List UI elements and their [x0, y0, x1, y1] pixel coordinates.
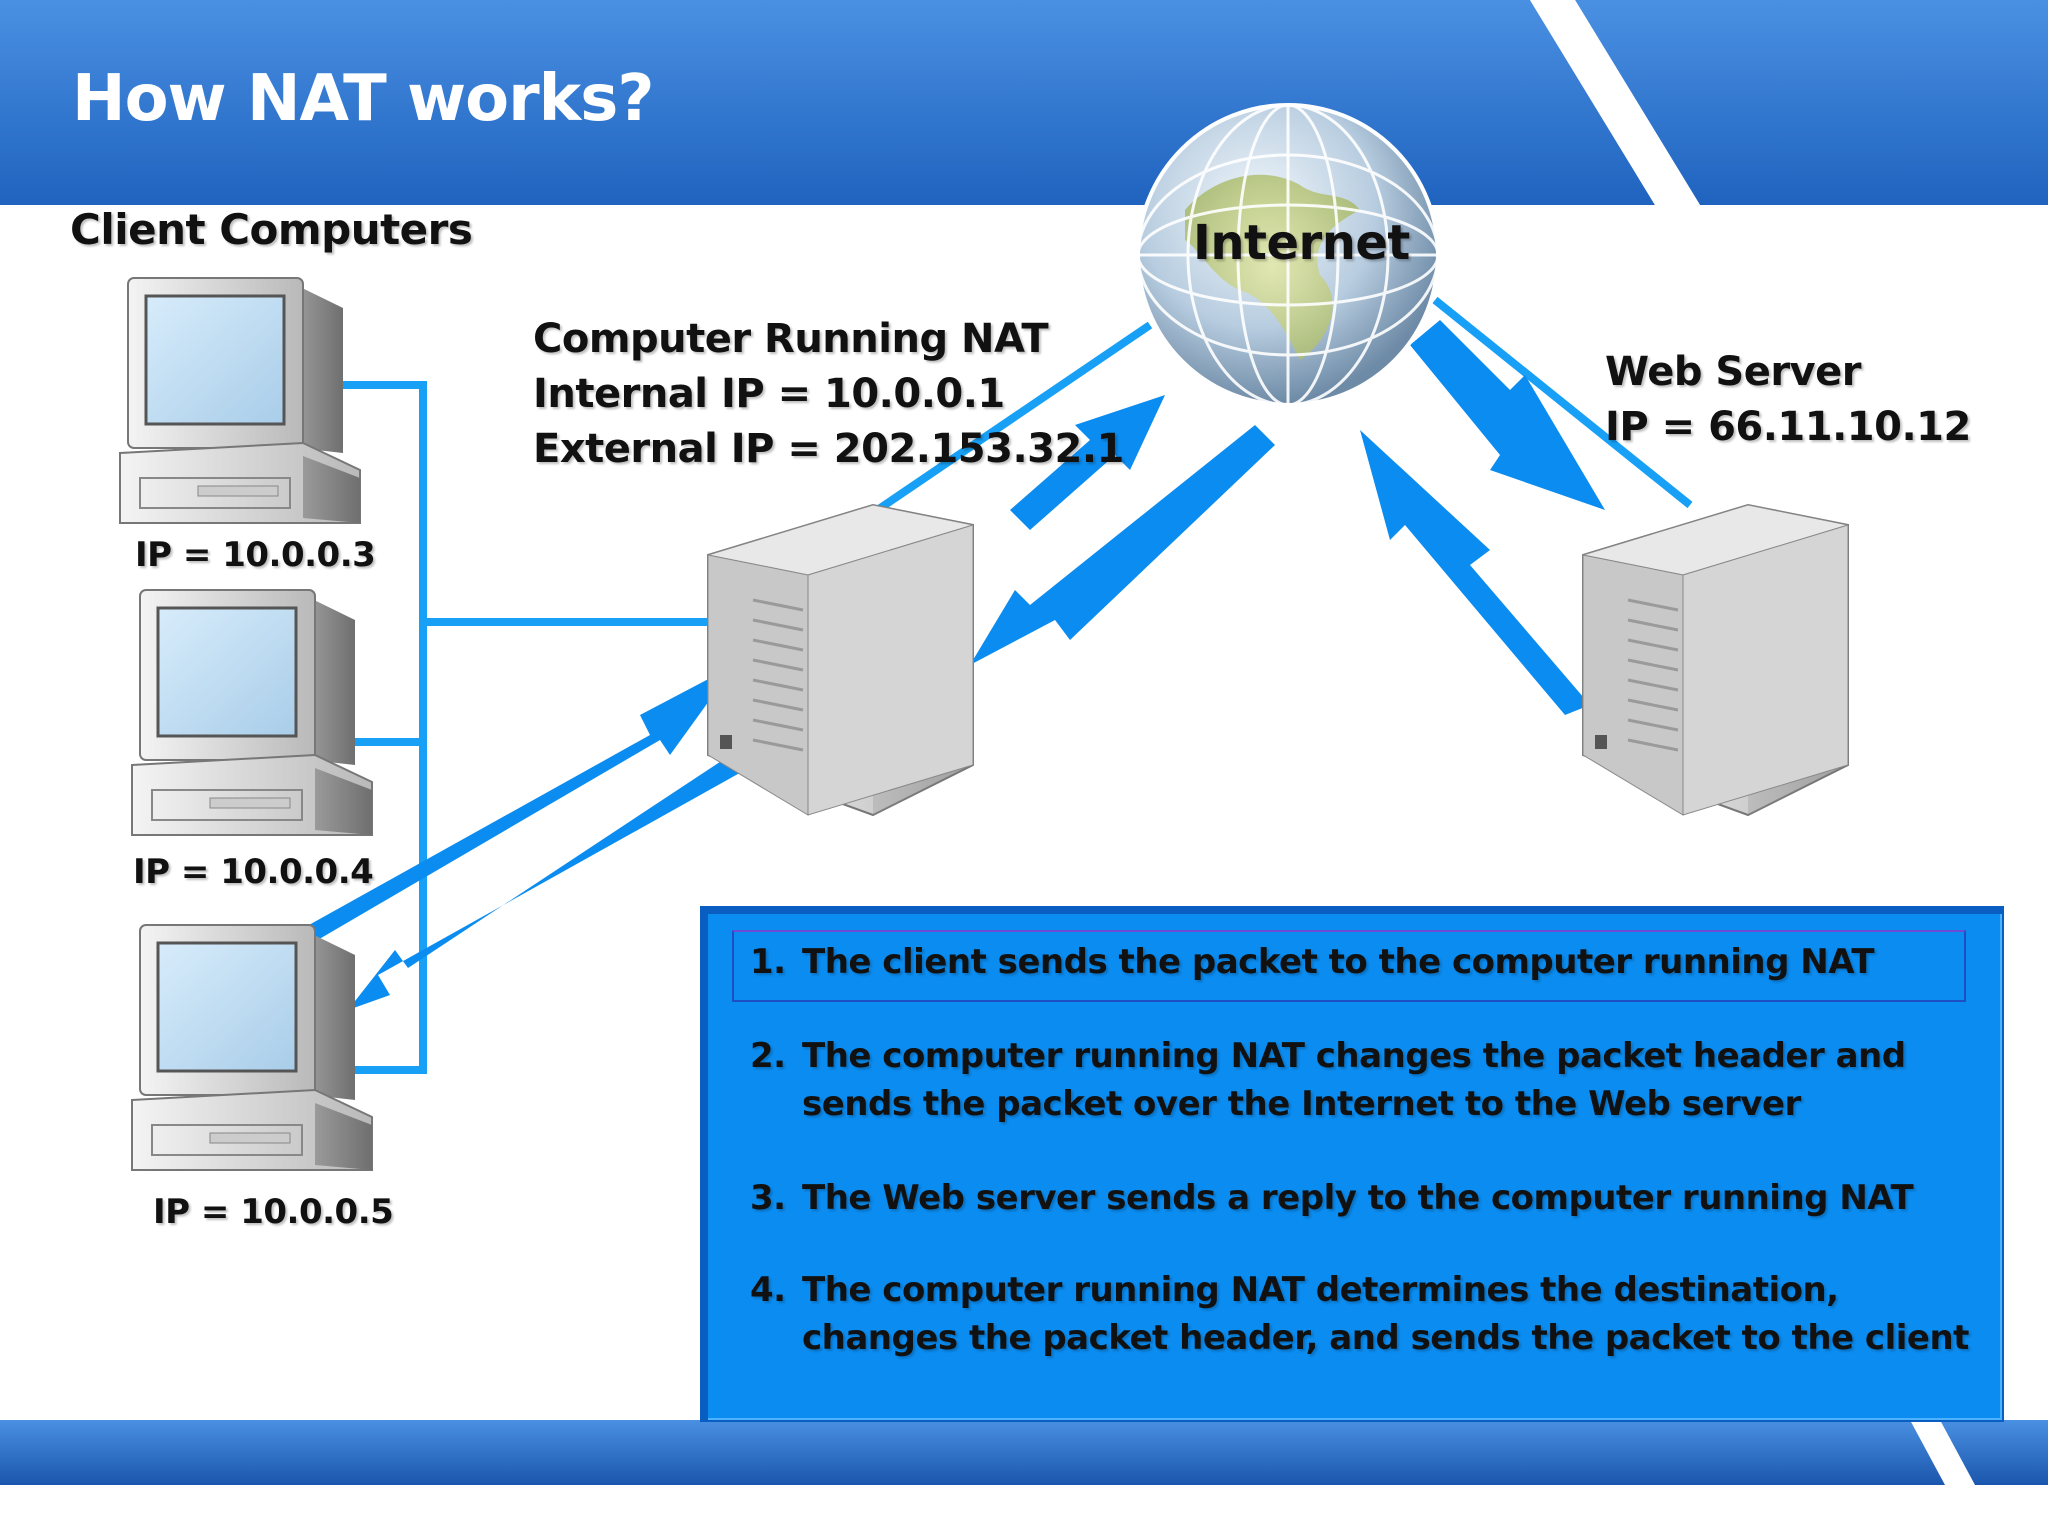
step-text: The client sends the packet to the compu… — [802, 942, 1875, 982]
nat-internal-ip: Internal IP = 10.0.0.1 — [533, 371, 1005, 417]
webserver-ip: IP = 66.11.10.12 — [1605, 404, 1971, 450]
client-ip-2: IP = 10.0.0.4 — [133, 852, 374, 892]
step-text: The Web server sends a reply to the comp… — [802, 1178, 1914, 1218]
webserver-label-name: Web Server — [1605, 349, 1861, 395]
step-3: 3. The Web server sends a reply to the c… — [750, 1174, 1970, 1222]
internet-label: Internet — [1193, 215, 1410, 271]
webserver-label: Web Server IP = 66.11.10.12 — [1605, 345, 1971, 455]
step-1: 1. The client sends the packet to the co… — [750, 938, 1970, 986]
client-computer-2-icon — [130, 588, 374, 837]
footer-bar — [0, 1420, 1945, 1485]
nat-label-name: Computer Running NAT — [533, 316, 1049, 362]
step-4: 4. The computer running NAT determines t… — [750, 1266, 1970, 1362]
step-number: 3. — [750, 1178, 786, 1218]
web-server-icon — [1581, 503, 1850, 817]
nat-external-ip: External IP = 202.153.32.1 — [533, 426, 1124, 472]
clients-heading: Client Computers — [70, 205, 473, 254]
client-computer-1-icon — [118, 276, 362, 525]
client-ip-1: IP = 10.0.0.3 — [135, 535, 376, 575]
step-number: 2. — [750, 1036, 786, 1076]
packet-arrows — [282, 320, 1605, 1010]
step-2: 2. The computer running NAT changes the … — [750, 1032, 1970, 1128]
client-ip-3: IP = 10.0.0.5 — [153, 1192, 394, 1232]
step-number: 1. — [750, 942, 786, 982]
title-banner-right — [1575, 0, 2048, 205]
nat-server-icon — [706, 503, 975, 817]
internet-globe-icon — [1136, 103, 1440, 407]
step-number: 4. — [750, 1270, 786, 1310]
step-highlight — [732, 930, 1966, 1002]
steps-box: 1. The client sends the packet to the co… — [700, 906, 2004, 1422]
client-computer-3-icon — [130, 923, 374, 1172]
lan-cables — [325, 296, 1693, 1074]
nat-label: Computer Running NAT Internal IP = 10.0.… — [533, 312, 1124, 477]
step-text: The computer running NAT determines the … — [802, 1270, 1969, 1358]
step-text: The computer running NAT changes the pac… — [802, 1036, 1906, 1124]
slide-title: How NAT works? — [72, 62, 654, 136]
